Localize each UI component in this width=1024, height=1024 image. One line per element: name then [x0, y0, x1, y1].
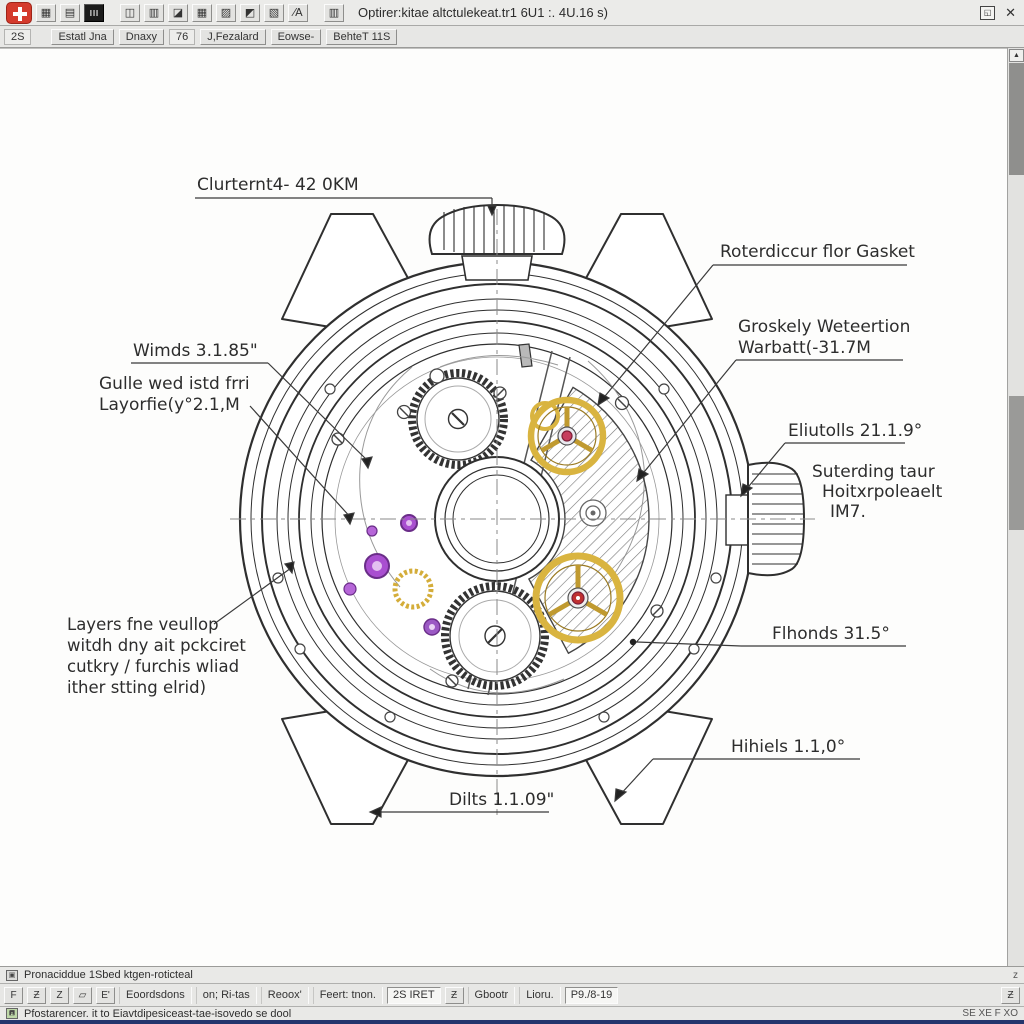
label-groskely-2: Warbatt(-31.7M: [738, 338, 871, 358]
resize-grip-icon: z: [1013, 969, 1018, 981]
toolbar-item-estatl[interactable]: Estatl Jna: [51, 28, 114, 45]
label-crown-dim: Clurternt4- 42 0KM: [197, 175, 359, 195]
chart-icon[interactable]: ▨: [216, 3, 236, 22]
vertical-scrollbar[interactable]: ▲: [1007, 48, 1024, 966]
label-wimds: Wimds 3.1.85": [133, 341, 258, 361]
label-hihiels: Hihiels 1.1,0°: [731, 737, 845, 757]
zigzag-icon[interactable]: Ƶ: [27, 986, 46, 1004]
taskbar-strip: [0, 1020, 1024, 1024]
maximize-button[interactable]: ◱: [980, 5, 996, 20]
label-flhonds: Flhonds 31.5°: [772, 624, 890, 644]
status-text-lower: Pfostarencer. it to Eiavtdipesiceast-tae…: [24, 1007, 292, 1020]
label-suterding-3: IM7.: [830, 502, 866, 522]
drawing-canvas[interactable]: Clurternt4- 42 0KM Roterdiccur flor Gask…: [0, 48, 1024, 966]
top-crown: [428, 203, 566, 281]
scroll-up-icon[interactable]: ▲: [1009, 49, 1024, 62]
label-gulle-1: Gulle wed istd frri: [99, 374, 250, 394]
toolbar-item-behtet[interactable]: BehteT 11S: [326, 28, 398, 45]
label-layers-2: witdh dny ait pckciret: [67, 636, 246, 655]
status-mode-glyphs: SE XE F XO: [962, 1008, 1018, 1019]
print-icon[interactable]: ▥: [324, 3, 344, 22]
list-icon[interactable]: ▤: [60, 3, 80, 22]
reoox-segment[interactable]: Reoox': [260, 986, 309, 1004]
label-layers-4: ither stting elrid): [67, 678, 206, 697]
status-text-upper: Pronaciddue 1Sbed ktgen-roticteal: [24, 969, 193, 981]
label-gulle-2: Layorfie(y°2.1,M: [99, 395, 240, 415]
scale-field[interactable]: 2S IRET: [386, 986, 441, 1004]
jewels: [343, 514, 441, 636]
lioru-segment[interactable]: Lioru.: [519, 986, 561, 1004]
close-button[interactable]: ✕: [1005, 4, 1016, 20]
secondary-toolbar: 2S Estatl Jna Dnaxy 76 J,Fezalard Eowse-…: [0, 26, 1024, 48]
label-eliutolls: Eliutolls 21.1.9°: [788, 421, 922, 441]
pan-icon[interactable]: Ƶ: [1001, 986, 1020, 1004]
status-bar-upper: ▣ Pronaciddue 1Sbed ktgen-roticteal z: [0, 966, 1024, 983]
toolbar-item-76[interactable]: 76: [168, 28, 196, 45]
rotate-icon[interactable]: ◩: [240, 3, 260, 22]
scrollbar-thumb[interactable]: [1009, 63, 1024, 175]
toolbar-item-dnaxy[interactable]: Dnaxy: [118, 28, 164, 45]
save-state-icon: 🖪: [6, 1008, 18, 1019]
tiles-icon[interactable]: ▦: [36, 3, 56, 22]
coords-segment[interactable]: Eoordsdons: [119, 986, 192, 1004]
leader-lines: [131, 197, 907, 818]
waveform-icon[interactable]: ııı: [84, 3, 104, 22]
gear-top: [408, 369, 508, 469]
label-layers-1: Layers fne veullop: [67, 615, 219, 634]
layers-icon[interactable]: ▥: [144, 3, 164, 22]
open-icon[interactable]: ◫: [120, 3, 140, 22]
label-dilts: Dilts 1.1.09": [449, 790, 554, 810]
label-groskely-1: Groskely Weteertion: [738, 317, 910, 337]
status-bar-lower: 🖪 Pfostarencer. it to Eiavtdipesiceast-t…: [0, 1006, 1024, 1020]
label-layers-3: cutkry / furchis wliad: [67, 657, 239, 676]
snap-toggle-icon[interactable]: Ƶ: [444, 986, 464, 1004]
flag-icon[interactable]: F: [4, 986, 23, 1004]
snap-icon[interactable]: ▧: [264, 3, 284, 22]
gold-pinion: [392, 568, 434, 610]
toolbar-item-fezalard[interactable]: J,Fezalard: [200, 28, 266, 45]
window-title: Optirer:kitae altctulekeat.tr1 6U1 :. 4U…: [358, 5, 608, 20]
centerlines: [230, 209, 815, 815]
bottom-toolbar: F Ƶ Z ▱ E' Eoordsdons on; Ri-tas Reoox' …: [0, 983, 1024, 1006]
balance-wheel-upper: [527, 396, 607, 476]
gbootr-segment[interactable]: Gbootr: [467, 986, 516, 1004]
measure-icon[interactable]: ⁄A: [288, 3, 308, 22]
edit-icon[interactable]: E': [96, 986, 115, 1004]
label-suterding-2: Hoitxrpoleaelt: [822, 482, 943, 502]
toolbar-item-eowse[interactable]: Eowse-: [270, 28, 322, 45]
parallelogram-icon[interactable]: ▱: [73, 986, 92, 1004]
zoom-level[interactable]: 2S: [4, 28, 32, 45]
draw-icon[interactable]: ◪: [168, 3, 188, 22]
z-order-icon[interactable]: Z: [50, 986, 69, 1004]
document-icon: ▣: [6, 969, 18, 981]
coordinate-field[interactable]: P9./8-19: [564, 986, 619, 1004]
balance-wheel-lower: [532, 552, 624, 644]
label-suterding-1: Suterding taur: [812, 462, 935, 482]
grid-icon[interactable]: ▦: [192, 3, 212, 22]
ritas-segment[interactable]: on; Ri-tas: [195, 986, 257, 1004]
gear-bottom: [441, 582, 549, 690]
watch-technical-drawing: Clurternt4- 42 0KM Roterdiccur flor Gask…: [67, 175, 943, 825]
annotation-labels: Clurternt4- 42 0KM Roterdiccur flor Gask…: [67, 175, 943, 810]
scrollbar-segment[interactable]: [1009, 396, 1024, 530]
app-logo-icon: [6, 1, 32, 24]
feert-segment[interactable]: Feert: tnon.: [312, 986, 383, 1004]
title-bar: ▦ ▤ ııı ◫ ▥ ◪ ▦ ▨ ◩ ▧ ⁄A ▥ Optirer:kitae…: [0, 0, 1024, 26]
label-gasket: Roterdiccur flor Gasket: [720, 242, 915, 262]
